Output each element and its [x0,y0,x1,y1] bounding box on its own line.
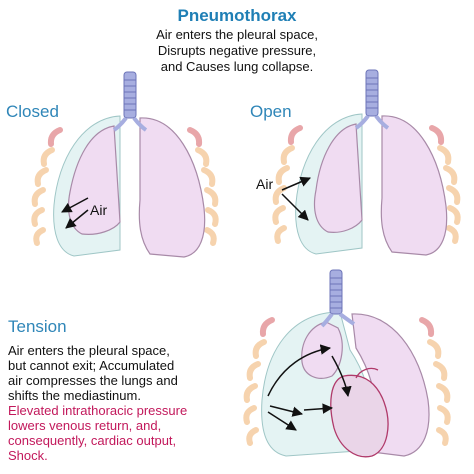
closed-panel-illustration [31,71,219,258]
tension-ribcage [243,317,451,446]
page-subtitle: Air enters the pleural space, Disrupts n… [156,27,318,74]
closed-air-arrows [61,197,89,229]
tension-effects: Elevated intrathoracic pressure lowers v… [8,403,188,463]
tension-ribs-left [243,317,275,446]
open-right-lung [380,115,448,256]
tension-panel-illustration [243,269,451,458]
open-ribs-left [272,125,303,244]
tension-heart-vessel [355,367,379,379]
closed-trachea [112,71,148,132]
closed-ribs-left [31,127,63,246]
tension-ribs-right [419,317,451,446]
panel-label-tension: Tension [8,317,67,336]
tension-trachea [320,269,356,328]
open-ribcage [272,125,461,244]
closed-right-lung [138,117,206,258]
page-title: Pneumothorax [177,6,297,25]
air-label-closed: Air [90,202,108,218]
open-collapsed-left-lung [313,123,363,233]
closed-collapsed-left-lung [67,125,121,235]
open-ribs-right [429,125,461,244]
air-label-open: Air [256,176,274,192]
tension-description: Air enters the pleural space, but cannot… [8,343,178,403]
panel-label-closed: Closed [6,102,59,121]
closed-ribcage [31,127,219,246]
closed-ribs-right [187,127,219,246]
tension-air-arrows [267,344,352,431]
panel-label-open: Open [250,102,292,121]
open-panel-illustration [272,69,461,256]
open-air-arrows [281,176,311,221]
open-trachea [354,69,390,130]
